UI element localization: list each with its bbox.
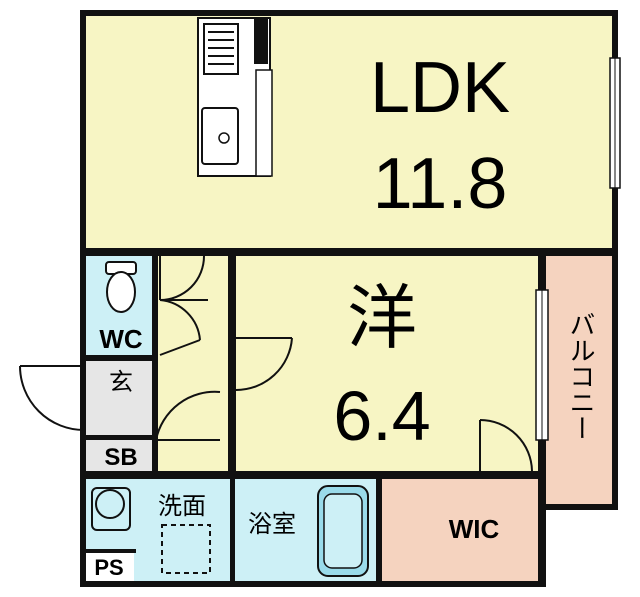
walk-in-closet-area <box>380 477 544 583</box>
walk-in-closet-label: WIC <box>449 514 500 544</box>
doors <box>19 255 533 472</box>
pipe-space-label: PS <box>94 555 123 580</box>
shoe-box-area <box>84 439 156 471</box>
balcony-label: バルコニー <box>565 311 595 441</box>
ldk-label: LDK <box>370 48 510 128</box>
washroom-label: 洗面 <box>158 492 206 520</box>
bathtub-fixture <box>317 485 369 577</box>
windows <box>535 57 621 441</box>
entrance-label: 玄 <box>109 368 133 396</box>
hall-area <box>156 256 232 471</box>
washing-machine-space <box>161 524 211 574</box>
ldk-room <box>84 14 614 250</box>
kitchen-counter <box>197 17 273 177</box>
ldk-size-label: 11.8 <box>373 144 508 224</box>
toilet-fixture <box>105 261 137 313</box>
western-room-label: 洋 <box>347 277 417 359</box>
bathroom-label: 浴室 <box>248 510 296 538</box>
entrance-area <box>84 361 156 436</box>
western-room-size-label: 6.4 <box>333 377 430 455</box>
wc-label: WC <box>99 324 143 354</box>
washbasin-fixture <box>91 487 131 531</box>
shoe-box-label: SB <box>104 444 137 471</box>
balcony-area <box>546 256 614 508</box>
pipe-space-area <box>84 551 134 583</box>
